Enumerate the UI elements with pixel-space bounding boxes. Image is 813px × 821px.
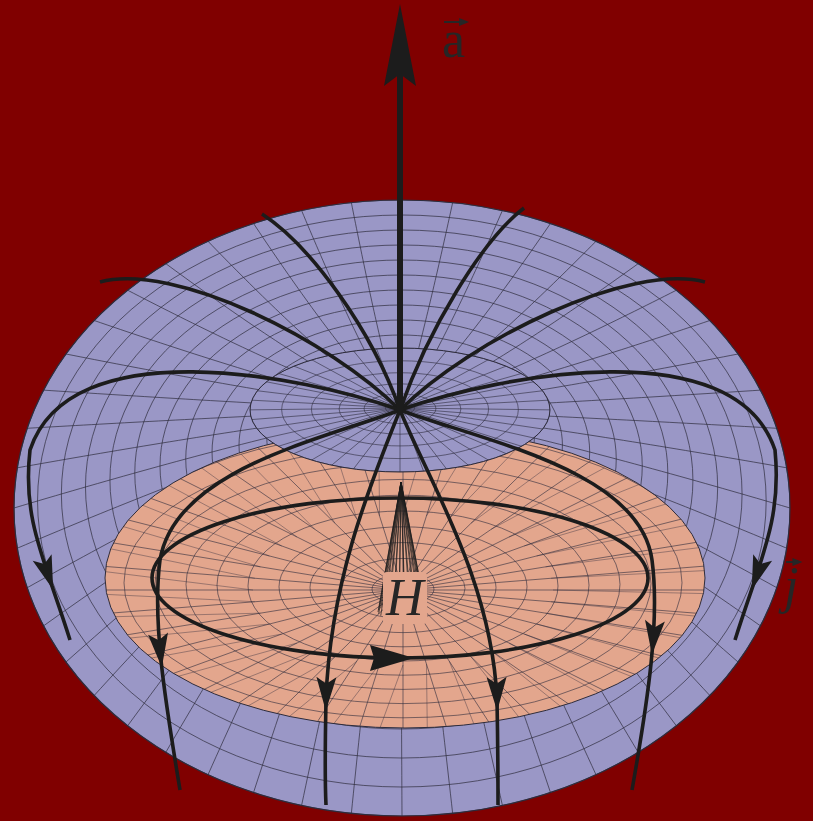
mesh-line (449, 661, 475, 728)
axis-shaft (397, 70, 403, 410)
mesh-line (63, 590, 403, 591)
mesh-line (400, 357, 494, 408)
mesh-line (400, 408, 401, 476)
field-line (400, 208, 524, 410)
mesh-line (403, 590, 643, 710)
mesh-line (186, 479, 620, 689)
field-line (158, 410, 400, 790)
mesh-line (403, 470, 643, 590)
mesh-line (553, 590, 712, 594)
field-line (400, 410, 655, 790)
field-line (400, 372, 776, 640)
field-arrowhead (645, 620, 665, 655)
mesh-line (403, 537, 726, 590)
mesh-line (537, 525, 690, 556)
mesh-line (379, 665, 403, 732)
vector-label: H (383, 572, 427, 624)
current-loop (152, 498, 648, 658)
mesh-line (128, 490, 403, 590)
mesh-line (403, 590, 726, 643)
mesh-line (240, 408, 400, 410)
mesh-line (551, 570, 712, 578)
mesh-line (80, 537, 403, 590)
field-line (100, 279, 400, 410)
field-arrowhead (316, 677, 336, 711)
mesh-line (400, 408, 529, 449)
vector-label: j (784, 560, 798, 612)
vector-label: a (442, 14, 465, 66)
mesh-line (306, 357, 400, 408)
field-arrowhead (752, 554, 772, 589)
mesh-line (331, 664, 380, 728)
mesh-line (524, 634, 638, 679)
field-line (28, 372, 400, 640)
mesh-line (403, 590, 739, 617)
mesh-line (546, 547, 705, 567)
mesh-line (202, 468, 297, 537)
field-arrowhead (33, 554, 54, 589)
mesh-line (67, 590, 403, 617)
mesh-line (117, 624, 270, 639)
mesh-line (400, 347, 449, 408)
mesh-line (202, 651, 315, 696)
mesh-line (403, 590, 678, 690)
field-arrowhead (148, 633, 168, 668)
mesh-line (284, 661, 356, 720)
interior-surface (105, 428, 705, 728)
mesh-line (80, 590, 403, 643)
mesh-line (426, 664, 428, 731)
field-line (400, 279, 705, 410)
mesh-line (102, 547, 255, 578)
mesh-line (403, 563, 739, 590)
mesh-line (491, 468, 604, 529)
mesh-line (94, 594, 255, 602)
mesh-line (403, 513, 706, 590)
axis-arrowhead (384, 4, 416, 86)
field-arrowhead (487, 677, 507, 711)
mesh-line (271, 408, 400, 449)
mesh-line (67, 563, 403, 590)
mesh-line (400, 390, 552, 408)
mesh-line (117, 525, 261, 567)
mesh-line (509, 643, 604, 696)
current-arrowhead (370, 645, 414, 671)
